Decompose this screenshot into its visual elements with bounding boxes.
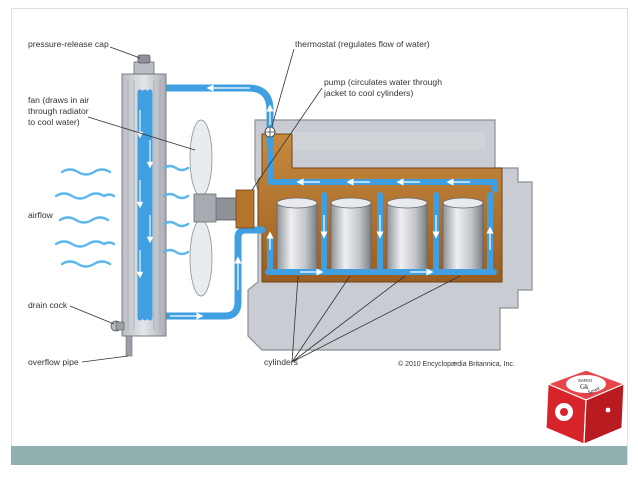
sargi-logo: SARGI Gk Sawe: [545, 369, 626, 445]
cylinders-group: [276, 197, 484, 275]
label-fan-line1: fan (draws in air: [28, 95, 89, 105]
label-drain-cock: drain cock: [28, 300, 68, 310]
label-pump-line1: pump (circulates water through: [324, 77, 442, 87]
radiator-flow-arrows: [136, 110, 154, 279]
cylinder-4: [442, 197, 484, 275]
lower-hose: [146, 226, 266, 320]
label-thermostat: thermostat (regulates flow of water): [295, 39, 430, 49]
pump: [209, 189, 255, 229]
label-airflow: airflow: [28, 210, 54, 220]
drain-cock: [110, 320, 125, 332]
upper-hose: [146, 84, 274, 149]
label-overflow-pipe: overflow pipe: [28, 357, 79, 367]
jacket-flow-arrows: [266, 178, 494, 276]
leader-lines: [69, 46, 461, 363]
footer-bar: [11, 446, 627, 465]
logo-text-mid: Gk: [580, 383, 589, 391]
radiator-coolant-flow: [137, 89, 153, 321]
label-cylinders: cylinders: [264, 357, 298, 367]
logo-text-top: SARGI: [578, 378, 592, 383]
label-fan-line2: through radiator: [28, 106, 89, 116]
copyright-notice: © 2010 Encyclopædia Britannica, Inc.: [398, 360, 515, 368]
logo-signature: Sawe: [587, 385, 601, 396]
fan: [189, 119, 217, 297]
cylinder-3: [386, 197, 428, 275]
cylinder-1: [276, 197, 318, 275]
label-pressure-release-cap: pressure-release cap: [28, 39, 109, 49]
thermostat: [264, 126, 276, 138]
label-fan-line3: to cool water): [28, 117, 80, 127]
airflow-arrows: [54, 164, 190, 268]
cylinder-2: [330, 197, 372, 275]
label-pump-line2: jacket to cool cylinders): [323, 88, 413, 98]
